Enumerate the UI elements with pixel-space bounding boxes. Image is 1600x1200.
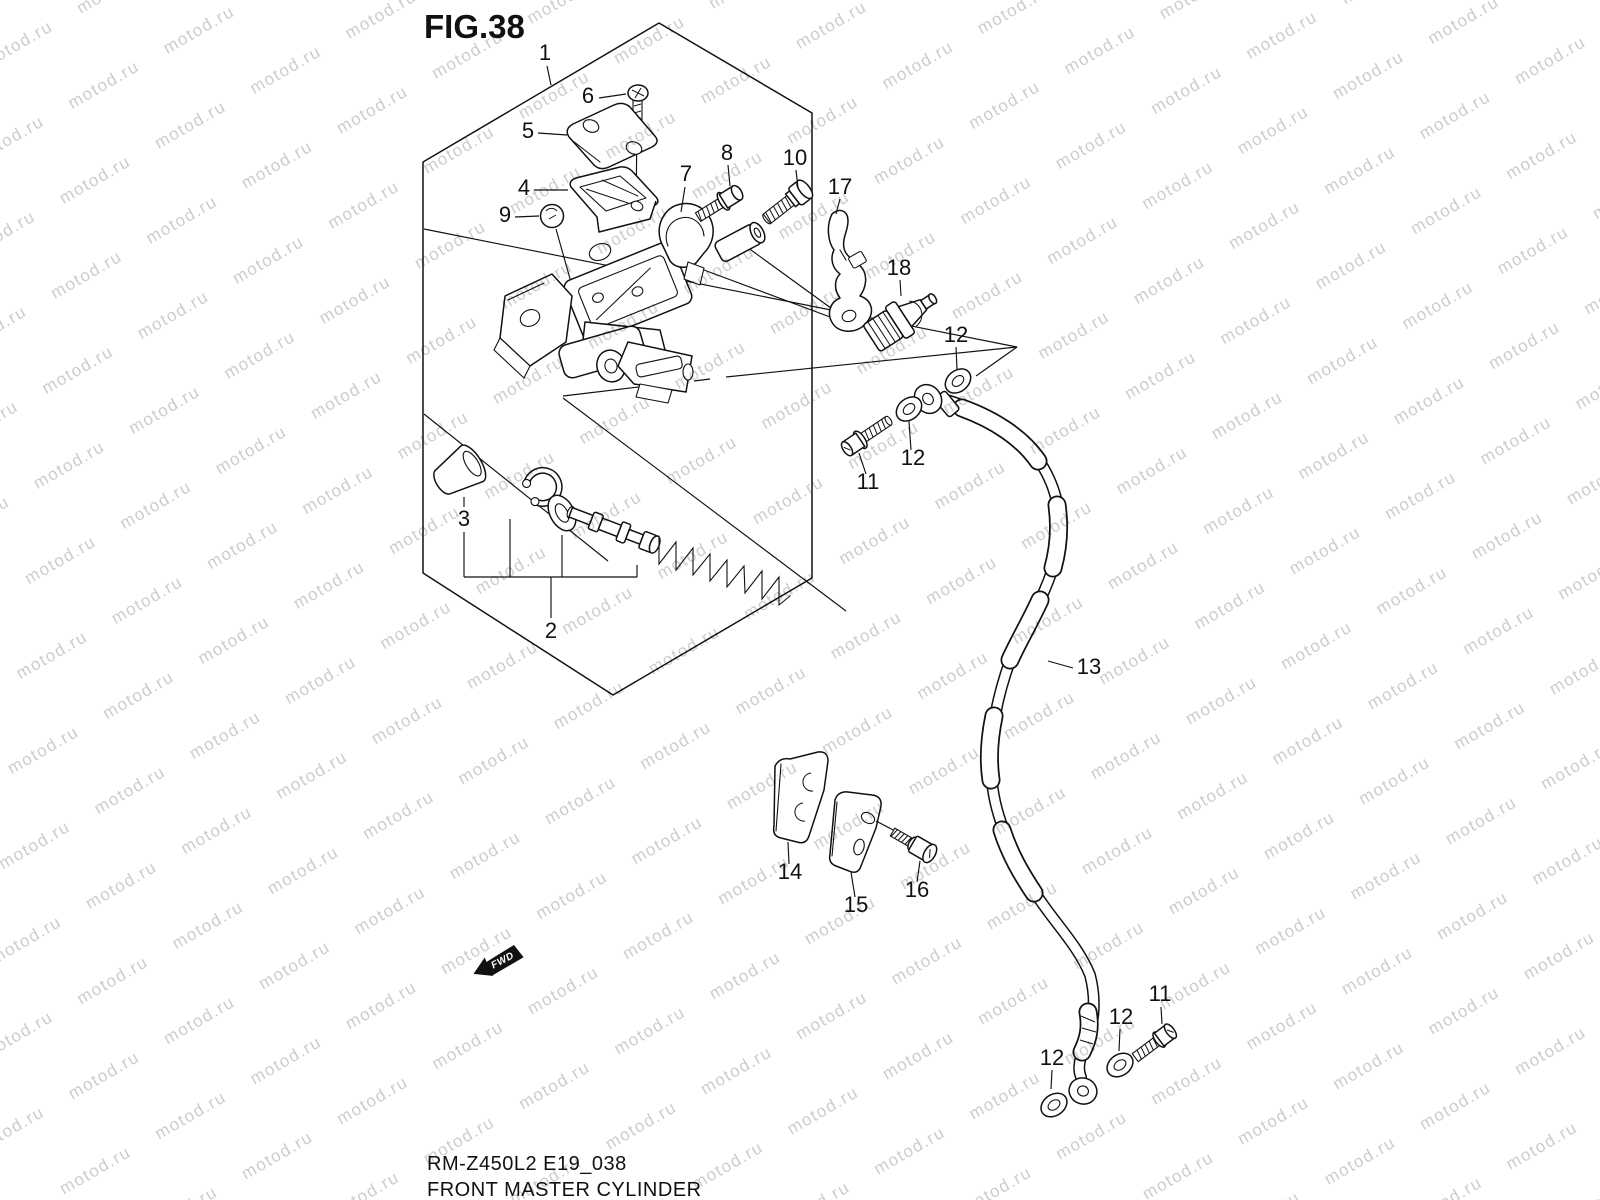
callout-10: 10 — [783, 145, 807, 170]
callout-16: 16 — [905, 877, 929, 902]
figure-caption: FRONT MASTER CYLINDER — [427, 1179, 702, 1200]
callout-13: 13 — [1077, 654, 1101, 679]
callout-12-top: 12 — [944, 322, 968, 347]
callout-8: 8 — [721, 140, 733, 165]
lever-pivot-bolt — [762, 179, 814, 225]
hose-protector-sleeves — [952, 398, 1099, 1062]
master-cylinder-body — [493, 241, 694, 404]
banjo-bolt-top — [840, 415, 893, 457]
callout-4: 4 — [518, 175, 530, 200]
callouts: 1 6 5 4 9 7 8 10 17 18 12 12 11 13 2 3 1… — [458, 40, 1172, 1090]
callout-11-bottom: 11 — [1149, 981, 1172, 1006]
callout-11-top: 11 — [857, 469, 880, 494]
callout-5: 5 — [522, 118, 534, 143]
clamp-bolt — [694, 184, 744, 222]
diaphragm-ball — [539, 203, 565, 229]
hose-joint — [863, 293, 938, 352]
callout-12-bottom-mid: 12 — [1109, 1004, 1133, 1029]
callout-14: 14 — [778, 859, 802, 884]
callout-3: 3 — [458, 506, 470, 531]
piston-spring — [658, 535, 791, 607]
hose-banjo-bottom — [1068, 1077, 1098, 1105]
reservoir-cap — [566, 102, 658, 170]
hose-clamp-lower — [828, 791, 900, 873]
brake-lever-guide — [827, 209, 873, 332]
brake-hose — [913, 383, 1100, 1105]
callout-17: 17 — [828, 174, 852, 199]
callout-7: 7 — [680, 161, 692, 186]
callout-12-bottom-left: 12 — [1040, 1045, 1064, 1070]
model-code: RM-Z450L2 E19_038 — [427, 1153, 627, 1175]
callout-2: 2 — [545, 618, 557, 643]
kit-bracket — [463, 497, 638, 618]
callout-12-mid: 12 — [901, 445, 925, 470]
sealing-washers — [895, 368, 1134, 1118]
callout-9: 9 — [499, 202, 511, 227]
callout-6: 6 — [582, 83, 594, 108]
figure-title: FIG.38 — [424, 8, 525, 45]
piston-kit — [433, 444, 791, 618]
diaphragm-plate — [569, 166, 659, 233]
hose-clamp-upper — [772, 751, 829, 844]
callout-1: 1 — [539, 40, 551, 65]
clamp-screw — [889, 827, 938, 864]
callout-15: 15 — [844, 892, 868, 917]
assembly-box-outline — [422, 22, 813, 696]
banjo-bolt-bottom — [1131, 1023, 1178, 1063]
fwd-arrow-icon: FWD — [473, 944, 524, 976]
callout-18: 18 — [887, 255, 911, 280]
